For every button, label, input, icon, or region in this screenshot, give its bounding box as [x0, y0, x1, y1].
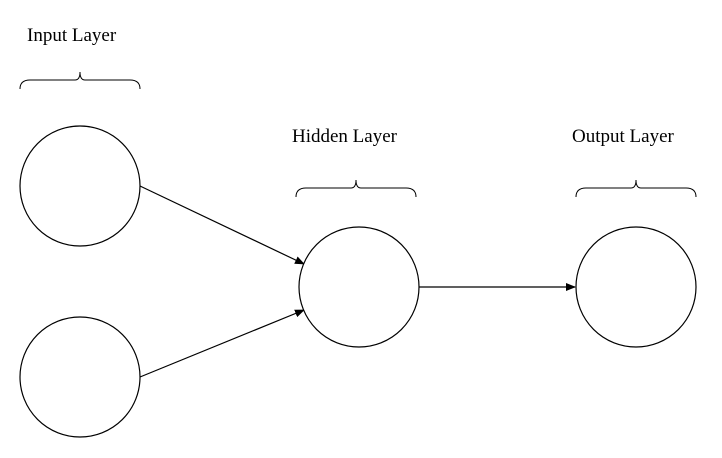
output-layer-brace: [575, 179, 697, 198]
hidden-layer-brace: [295, 179, 417, 198]
input-layer-brace: [19, 71, 141, 90]
output-node-1: [575, 226, 697, 348]
input-node-2: [19, 316, 141, 438]
input-node-1: [19, 125, 141, 247]
edge-input2-hidden1: [139, 309, 305, 378]
output-layer-label: Output Layer: [572, 126, 675, 147]
edge-input1-hidden1: [139, 185, 305, 265]
input-layer-label: Input Layer: [27, 25, 117, 46]
hidden-node-1: [298, 226, 420, 348]
hidden-layer-label: Hidden Layer: [292, 126, 398, 147]
